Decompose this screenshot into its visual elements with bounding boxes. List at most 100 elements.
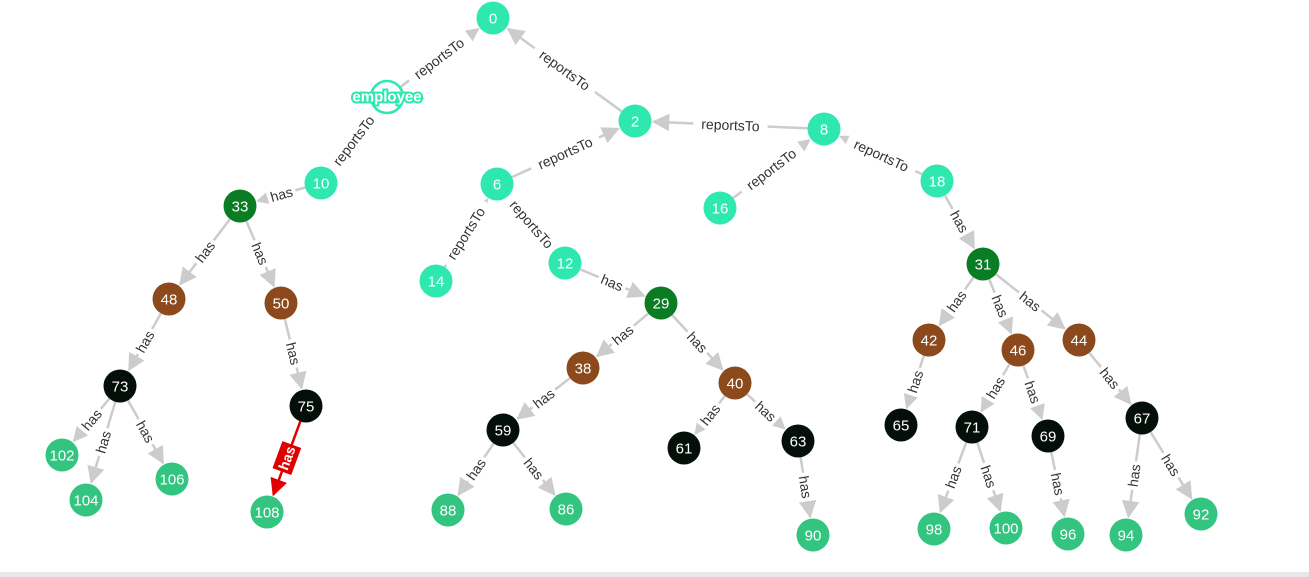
node-65[interactable]: 65 xyxy=(884,408,918,442)
edge-label-group: has xyxy=(1154,447,1188,483)
edge-10-employee[interactable]: reportsTo xyxy=(322,104,385,177)
edge-18-31[interactable]: has xyxy=(943,194,976,250)
edge-label-background xyxy=(748,394,784,429)
edge-59-86[interactable]: has xyxy=(512,442,556,496)
node-69[interactable]: 69 xyxy=(1031,419,1065,453)
edge-10-33[interactable]: has xyxy=(256,180,306,208)
node-75[interactable]: 75 xyxy=(289,389,323,423)
edge-46-69[interactable]: has xyxy=(1018,365,1047,421)
node-2[interactable]: 2 xyxy=(618,104,652,138)
edge-33-50[interactable]: has xyxy=(245,220,276,288)
edge-59-88[interactable]: has xyxy=(457,442,495,497)
edge-44-67[interactable]: has xyxy=(1088,352,1132,405)
edge-31-44[interactable]: has xyxy=(995,273,1066,330)
edge-16-8[interactable]: reportsTo xyxy=(732,138,811,200)
edge-69-96[interactable]: has xyxy=(1045,451,1071,518)
node-6[interactable]: 6 xyxy=(480,167,514,201)
edge-14-6[interactable]: reportsTo xyxy=(437,196,495,271)
node-12[interactable]: 12 xyxy=(548,246,582,280)
edge-label-group: has xyxy=(1122,459,1146,492)
node-59[interactable]: 59 xyxy=(486,413,520,447)
node-0[interactable]: 0 xyxy=(476,1,510,35)
node-100[interactable]: 100 xyxy=(989,511,1023,545)
node-94[interactable]: 94 xyxy=(1109,518,1143,552)
node-16[interactable]: 16 xyxy=(703,191,737,225)
edge-29-38[interactable]: has xyxy=(595,312,650,358)
edge-38-59[interactable]: has xyxy=(516,377,571,420)
node-63[interactable]: 63 xyxy=(781,424,815,458)
node-8[interactable]: 8 xyxy=(807,112,841,146)
node-108[interactable]: 108 xyxy=(250,495,284,529)
node-90[interactable]: 90 xyxy=(796,518,830,552)
node-10[interactable]: 10 xyxy=(304,166,338,200)
edge-67-92[interactable]: has xyxy=(1149,431,1193,500)
node-92[interactable]: 92 xyxy=(1184,497,1218,531)
node-96[interactable]: 96 xyxy=(1051,517,1085,551)
edge-18-8[interactable]: reportsTo xyxy=(839,130,923,181)
edge-label: has xyxy=(942,464,965,491)
node-88[interactable]: 88 xyxy=(431,493,465,527)
edge-employee-0[interactable]: reportsTo xyxy=(399,27,480,89)
node-48[interactable]: 48 xyxy=(152,282,186,316)
node-14[interactable]: 14 xyxy=(419,264,453,298)
node-circle xyxy=(1031,419,1065,453)
edge-42-65[interactable]: has xyxy=(901,355,930,410)
edge-71-100[interactable]: has xyxy=(974,442,1004,513)
edge-71-98[interactable]: has xyxy=(937,442,968,514)
edge-63-90[interactable]: has xyxy=(793,457,818,519)
node-40[interactable]: 40 xyxy=(718,366,752,400)
edge-31-42[interactable]: has xyxy=(938,276,975,327)
edge-label-background xyxy=(1093,360,1127,396)
node-circle xyxy=(1125,401,1159,435)
node-98[interactable]: 98 xyxy=(917,512,951,546)
edge-29-40[interactable]: has xyxy=(671,314,724,371)
edge-67-94[interactable]: has xyxy=(1121,434,1146,519)
edge-50-75[interactable]: has xyxy=(280,318,307,390)
edge-31-46[interactable]: has xyxy=(985,278,1015,335)
node-42[interactable]: 42 xyxy=(912,323,946,357)
edge-48-73[interactable]: has xyxy=(127,312,162,372)
edge-2-0[interactable]: reportsTo xyxy=(506,27,623,113)
edge-label-background xyxy=(129,414,162,450)
node-61[interactable]: 61 xyxy=(667,431,701,465)
node-label: 0 xyxy=(489,11,497,28)
edge-12-29[interactable]: has xyxy=(579,267,646,298)
edge-6-2[interactable]: reportsTo xyxy=(511,127,620,179)
edge-12-6[interactable]: reportsTo xyxy=(499,189,564,259)
node-67[interactable]: 67 xyxy=(1125,401,1159,435)
node-29[interactable]: 29 xyxy=(644,286,678,320)
node-31[interactable]: 31 xyxy=(966,247,1000,281)
node-104[interactable]: 104 xyxy=(69,483,103,517)
node-106[interactable]: 106 xyxy=(155,462,189,496)
node-71[interactable]: 71 xyxy=(955,410,989,444)
node-circle xyxy=(155,462,189,496)
edge-label-group: has xyxy=(985,288,1015,324)
node-38[interactable]: 38 xyxy=(566,351,600,385)
node-102[interactable]: 102 xyxy=(45,438,79,472)
node-46[interactable]: 46 xyxy=(1001,333,1035,367)
node-circle xyxy=(703,191,737,225)
edge-8-2[interactable]: reportsTo xyxy=(651,113,808,137)
edge-73-104[interactable]: has xyxy=(87,401,117,484)
edge-73-106[interactable]: has xyxy=(126,399,165,465)
edge-label-group: has xyxy=(901,364,930,399)
edge-label-background xyxy=(517,451,551,487)
node-73[interactable]: 73 xyxy=(103,369,137,403)
edge-40-61[interactable]: has xyxy=(693,395,727,435)
edge-label-group: has xyxy=(129,324,161,360)
group-node-employee[interactable]: employee xyxy=(350,79,424,115)
node-50[interactable]: 50 xyxy=(264,286,298,320)
node-label: 73 xyxy=(112,379,129,396)
edge-label-group: reportsTo xyxy=(735,138,807,200)
edge-40-63[interactable]: has xyxy=(746,393,786,430)
node-label: 18 xyxy=(929,174,946,191)
node-86[interactable]: 86 xyxy=(549,492,583,526)
edge-75-108[interactable]: has xyxy=(270,421,302,497)
node-44[interactable]: 44 xyxy=(1062,323,1096,357)
edge-33-48[interactable]: has xyxy=(179,218,231,286)
node-18[interactable]: 18 xyxy=(920,164,954,198)
edge-label-group: has xyxy=(943,204,976,240)
edge-46-71[interactable]: has xyxy=(979,363,1012,413)
node-33[interactable]: 33 xyxy=(223,189,257,223)
